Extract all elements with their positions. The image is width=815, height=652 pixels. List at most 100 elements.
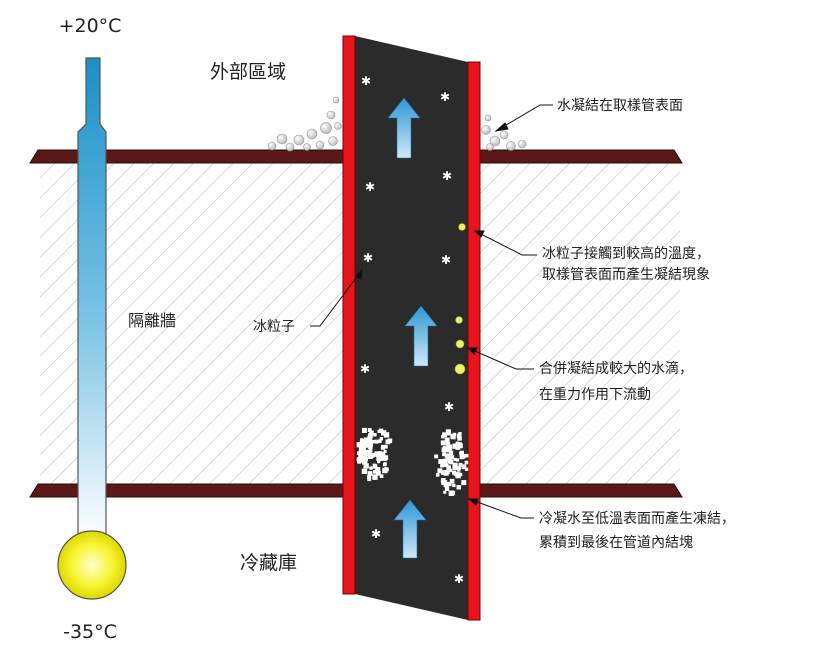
water-droplet-icon: [458, 223, 466, 231]
ice-crystal: [359, 450, 365, 456]
ice-crystal: [446, 454, 451, 459]
frozen-clump-right: [434, 429, 469, 496]
pipe-wall-left: [342, 35, 356, 595]
ice-crystal: [453, 457, 457, 461]
ice-crystal: [438, 459, 444, 464]
up-arrow-icon: [404, 305, 438, 367]
wall-top-plate-right: [479, 149, 683, 164]
ice-crystal: [357, 442, 362, 447]
ice-crystal: [367, 435, 373, 441]
snowflake-icon: ✱: [454, 572, 464, 586]
ice-crystal: [452, 432, 457, 437]
top-temperature: +20°C: [59, 15, 122, 37]
ice-crystal: [369, 466, 373, 470]
ice-crystal: [356, 458, 360, 462]
ice-crystal: [448, 450, 454, 456]
contact-label-line1: 冰粒子接觸到較高的溫度，: [542, 245, 710, 262]
ice-crystal: [440, 440, 446, 446]
snowflake-icon: ✱: [440, 90, 450, 104]
ice-crystal: [381, 444, 385, 449]
ice-crystal: [374, 451, 380, 457]
ice-crystal: [361, 468, 368, 474]
ice-crystal: [442, 452, 446, 457]
pipe-interior: [355, 36, 468, 620]
ice-crystal: [446, 470, 450, 475]
ice-crystal: [442, 432, 447, 438]
ice-crystal: [449, 478, 455, 484]
ice-crystal: [374, 439, 379, 444]
ice-crystal: [382, 451, 386, 456]
ice-crystal: [385, 439, 391, 445]
zone-outside-label: 外部區域: [210, 61, 286, 83]
ice-crystal: [362, 446, 366, 451]
ice-crystal: [364, 457, 368, 461]
ice-crystal: [440, 461, 447, 467]
ice-crystal: [452, 470, 457, 475]
ice-crystal: [376, 455, 382, 461]
ice-crystal: [358, 457, 363, 462]
ice-crystal: [444, 437, 450, 443]
ice-crystal: [452, 443, 458, 449]
airflow-arrows: [387, 97, 438, 559]
ice-crystal: [363, 437, 370, 443]
snowflake-icon: ✱: [442, 169, 452, 183]
water-droplets: [454, 223, 466, 375]
ice-crystal: [367, 428, 372, 432]
ice-crystal: [444, 470, 448, 473]
wall-bottom-plate-left: [29, 483, 344, 498]
ice-crystal: [359, 440, 366, 446]
ice-crystal: [361, 427, 367, 433]
leader-lines: [310, 104, 553, 519]
ice-crystal: [369, 440, 373, 445]
ice-crystal: [383, 462, 387, 466]
ice-crystal: [373, 433, 377, 437]
ice-crystal: [461, 464, 467, 470]
ice-crystal: [363, 463, 369, 469]
ice-crystal: [368, 433, 373, 438]
ice-crystal: [443, 490, 447, 494]
ice-crystal: [373, 470, 377, 474]
ice-crystal: [435, 473, 440, 477]
contact-label-line2: 取樣管表面而產生凝結現象: [542, 266, 710, 283]
ice-crystal: [366, 450, 371, 455]
ice-crystal: [440, 478, 446, 483]
ice-crystal: [452, 465, 458, 470]
ice-crystal: [368, 454, 373, 459]
thermometer-tube: [77, 57, 107, 541]
ice-crystal: [376, 470, 381, 476]
ice-crystal: [464, 453, 469, 458]
ice-crystal: [458, 442, 462, 447]
ice-crystal: [455, 473, 461, 479]
ice-crystal: [371, 440, 375, 443]
water-droplet-icon: [455, 316, 463, 324]
ice-crystal: [367, 475, 372, 480]
ice-crystal: [456, 433, 462, 438]
pipe-wall-right: [467, 61, 481, 621]
ice-crystal: [434, 454, 439, 459]
ice-crystal: [444, 472, 448, 476]
ice-crystal: [378, 439, 382, 443]
ice-crystal: [362, 451, 368, 456]
ice-crystal: [383, 450, 387, 453]
ice-crystal: [362, 455, 366, 459]
ice-crystal: [446, 465, 451, 470]
ice-crystal: [450, 455, 455, 459]
sampling-pipe: [342, 35, 481, 621]
up-arrow-icon: [393, 499, 427, 559]
wall-hatch-right: [480, 163, 680, 487]
ice-particle-label: 冰粒子: [253, 319, 295, 335]
ice-crystal: [372, 464, 378, 469]
ice-crystal: [444, 486, 450, 491]
ice-crystal: [455, 458, 460, 462]
ice-crystal: [383, 432, 390, 438]
freeze-label-line2: 累積到最後在管道內結塊: [539, 535, 693, 551]
surface-condensation-label: 水凝結在取樣管表面: [557, 97, 683, 114]
ice-crystal: [448, 468, 453, 473]
thermometer-icon: [57, 57, 127, 600]
ice-crystal: [377, 460, 381, 464]
snowflake-icon: ✱: [361, 74, 371, 88]
ice-crystal: [383, 444, 388, 449]
water-droplet-icon: [455, 339, 465, 349]
ice-crystal: [462, 455, 466, 459]
